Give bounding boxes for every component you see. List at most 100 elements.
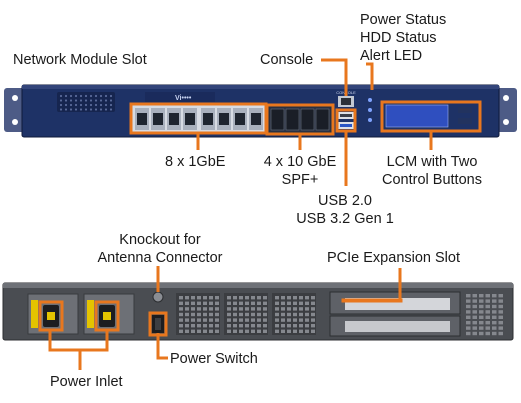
sfp-port xyxy=(285,108,300,131)
vent-hole xyxy=(191,301,195,305)
vent-hole xyxy=(209,301,213,305)
vent-hole xyxy=(479,315,484,319)
vent-hole xyxy=(245,312,249,317)
rear-right-vents xyxy=(466,294,503,336)
vent-hole xyxy=(94,108,98,111)
vent-hole xyxy=(498,321,503,325)
vent-hole xyxy=(84,103,88,107)
vent-hole xyxy=(84,94,88,98)
gbe-port-socket xyxy=(235,113,245,125)
vent-hole xyxy=(109,99,113,102)
lcm-label-line1: LCM with Two xyxy=(386,154,478,170)
vent-hole xyxy=(104,94,108,98)
psu-1-handle xyxy=(31,300,38,328)
vent-hole xyxy=(99,103,103,107)
vent-hole xyxy=(89,108,93,111)
vent-hole xyxy=(311,329,315,333)
vent-hole xyxy=(466,326,471,330)
vent-hole xyxy=(79,108,83,111)
psu-2-inlet-pins xyxy=(103,312,111,320)
vent-hole xyxy=(485,326,490,330)
vent-hole xyxy=(215,329,219,333)
vent-hole xyxy=(305,318,309,322)
vent-hole xyxy=(64,103,68,107)
vent-hole xyxy=(257,312,261,317)
usb-label-line1: USB 2.0 xyxy=(318,193,372,209)
vent-hole xyxy=(492,315,497,319)
vent-hole xyxy=(203,329,207,333)
vent-hole xyxy=(257,329,261,333)
vent-hole xyxy=(492,321,497,325)
vent-hole xyxy=(245,318,249,322)
vent-hole xyxy=(466,304,471,309)
vent-hole xyxy=(69,103,73,107)
vent-hole xyxy=(281,329,285,333)
vent-hole xyxy=(251,324,255,328)
vent-hole xyxy=(215,312,219,317)
led-callout-line xyxy=(366,62,374,90)
vent-hole xyxy=(311,307,315,311)
vent-hole xyxy=(263,329,267,333)
vent-hole xyxy=(203,296,207,300)
vent-hole xyxy=(498,310,503,314)
power-inlet-label: Power Inlet xyxy=(50,374,123,390)
vent-hole xyxy=(179,301,183,305)
vent-hole xyxy=(275,307,279,311)
hdd-status-label: HDD Status xyxy=(360,30,437,46)
vent-hole xyxy=(281,324,285,328)
vent-hole xyxy=(466,299,471,303)
vent-hole xyxy=(191,307,195,311)
vent-hole xyxy=(89,103,93,107)
network-module-slot xyxy=(57,92,115,112)
vent-hole xyxy=(492,299,497,303)
vent-hole xyxy=(479,331,484,336)
sfp-port xyxy=(270,108,285,131)
vent-hole xyxy=(275,318,279,322)
vent-hole xyxy=(104,103,108,107)
vent-hole xyxy=(197,296,201,300)
vent-hole xyxy=(287,301,291,305)
vent-hole xyxy=(293,318,297,322)
gbe-ports xyxy=(135,108,263,130)
usb-callout-box xyxy=(335,108,357,133)
vent-hole xyxy=(191,312,195,317)
front-left-ear-hole xyxy=(12,95,18,101)
usb-2-port-tongue xyxy=(340,114,352,117)
vent-hole xyxy=(251,301,255,305)
vent-hole xyxy=(197,324,201,328)
psu-2-handle xyxy=(87,300,94,328)
front-right-ear-hole xyxy=(503,119,509,125)
pcie-slot-label: PCIe Expansion Slot xyxy=(327,250,460,266)
vent-hole xyxy=(311,296,315,300)
vent-hole xyxy=(209,312,213,317)
front-callouts xyxy=(129,58,482,186)
vent-hole xyxy=(239,318,243,322)
vent-hole xyxy=(287,307,291,311)
vent-hole xyxy=(251,329,255,333)
vent-hole xyxy=(293,312,297,317)
vent-hole xyxy=(257,296,261,300)
vent-hole xyxy=(59,94,63,98)
vent-hole xyxy=(215,324,219,328)
vent-hole xyxy=(209,307,213,311)
vent-hole xyxy=(498,299,503,303)
alert-led-label: Alert LED xyxy=(360,48,423,64)
power-status-label: Power Status xyxy=(360,12,447,28)
vent-hole xyxy=(209,318,213,322)
vent-hole xyxy=(233,324,237,328)
vent-hole xyxy=(59,99,63,102)
vent-hole xyxy=(89,99,93,102)
vent-hole xyxy=(203,318,207,322)
vent-hole xyxy=(479,321,484,325)
vent-hole xyxy=(299,301,303,305)
vent-hole xyxy=(239,329,243,333)
vent-hole xyxy=(498,294,503,298)
vent-hole xyxy=(275,324,279,328)
vent-hole xyxy=(185,324,189,328)
vent-hole xyxy=(287,312,291,317)
pcie-slot-2-opening xyxy=(345,321,450,332)
vent-hole xyxy=(239,296,243,300)
vent-hole xyxy=(203,312,207,317)
vent-hole xyxy=(197,318,201,322)
